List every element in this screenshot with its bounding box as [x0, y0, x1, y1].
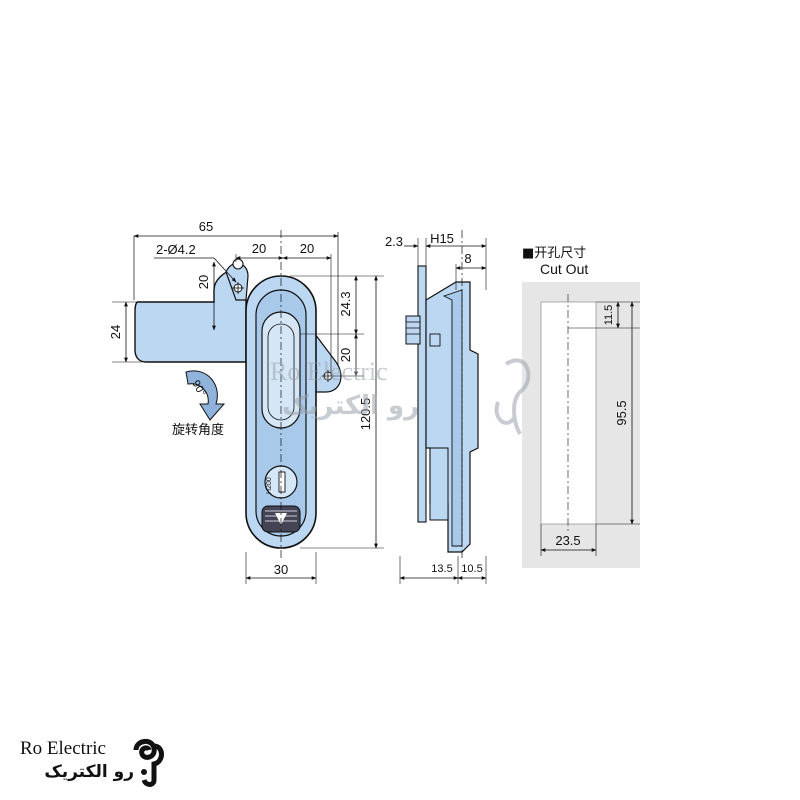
dim-13-5: 13.5	[431, 563, 452, 575]
brand-name-en: Ro Electric	[20, 738, 106, 759]
rotation-caption: 旋转角度	[172, 422, 224, 438]
dim-24: 24	[108, 325, 123, 339]
dim-20-a: 20	[252, 241, 266, 256]
dim-11-5: 11.5	[603, 305, 615, 326]
brand-logo-icon	[133, 739, 164, 787]
brand-name-fa: رو الکتریک	[44, 762, 134, 782]
pivot-tab	[225, 262, 249, 301]
dim-65: 65	[199, 219, 213, 234]
lock-code: H200	[266, 477, 273, 494]
dim-20-b: 20	[300, 241, 314, 256]
dim-30: 30	[274, 562, 288, 577]
cutout-view: ■开孔尺寸 Cut Out 11.5 95.5 23.5	[522, 246, 640, 568]
side-back-plate	[417, 265, 427, 523]
hole-marker	[232, 258, 244, 270]
dim-20-right: 20	[338, 348, 353, 362]
front-view: H200 65 2-Ø4.2 20 20 20 24	[108, 219, 384, 584]
dim-20-left: 20	[196, 275, 211, 289]
watermark-fa: رو الکتریک	[282, 391, 419, 421]
cutout-hole	[540, 301, 597, 525]
dim-hole: 2-Ø4.2	[156, 242, 196, 257]
cam-spring	[405, 315, 441, 347]
cutout-title-en: Cut Out	[540, 261, 588, 277]
watermark: Ro Electric رو الکتریک	[270, 357, 531, 435]
dim-10-5: 10.5	[461, 563, 482, 575]
dim-h15: H15	[430, 231, 454, 246]
rotation-arrow-icon	[185, 370, 226, 421]
lever-handle	[134, 267, 247, 363]
side-view: 2.3 H15 8 13.5 10.5	[385, 230, 487, 584]
dim-23-5: 23.5	[555, 533, 580, 548]
watermark-en: Ro Electric	[270, 357, 388, 386]
watermark-logo-icon	[494, 358, 531, 435]
cutout-title-cn: ■开孔尺寸	[522, 246, 586, 261]
right-ear	[311, 328, 342, 393]
dim-2-3: 2.3	[385, 234, 403, 249]
dim-8: 8	[464, 251, 471, 266]
dim-24-3: 24.3	[338, 291, 353, 316]
dim-120-5: 120.5	[358, 398, 373, 431]
dim-95-5: 95.5	[614, 400, 629, 425]
